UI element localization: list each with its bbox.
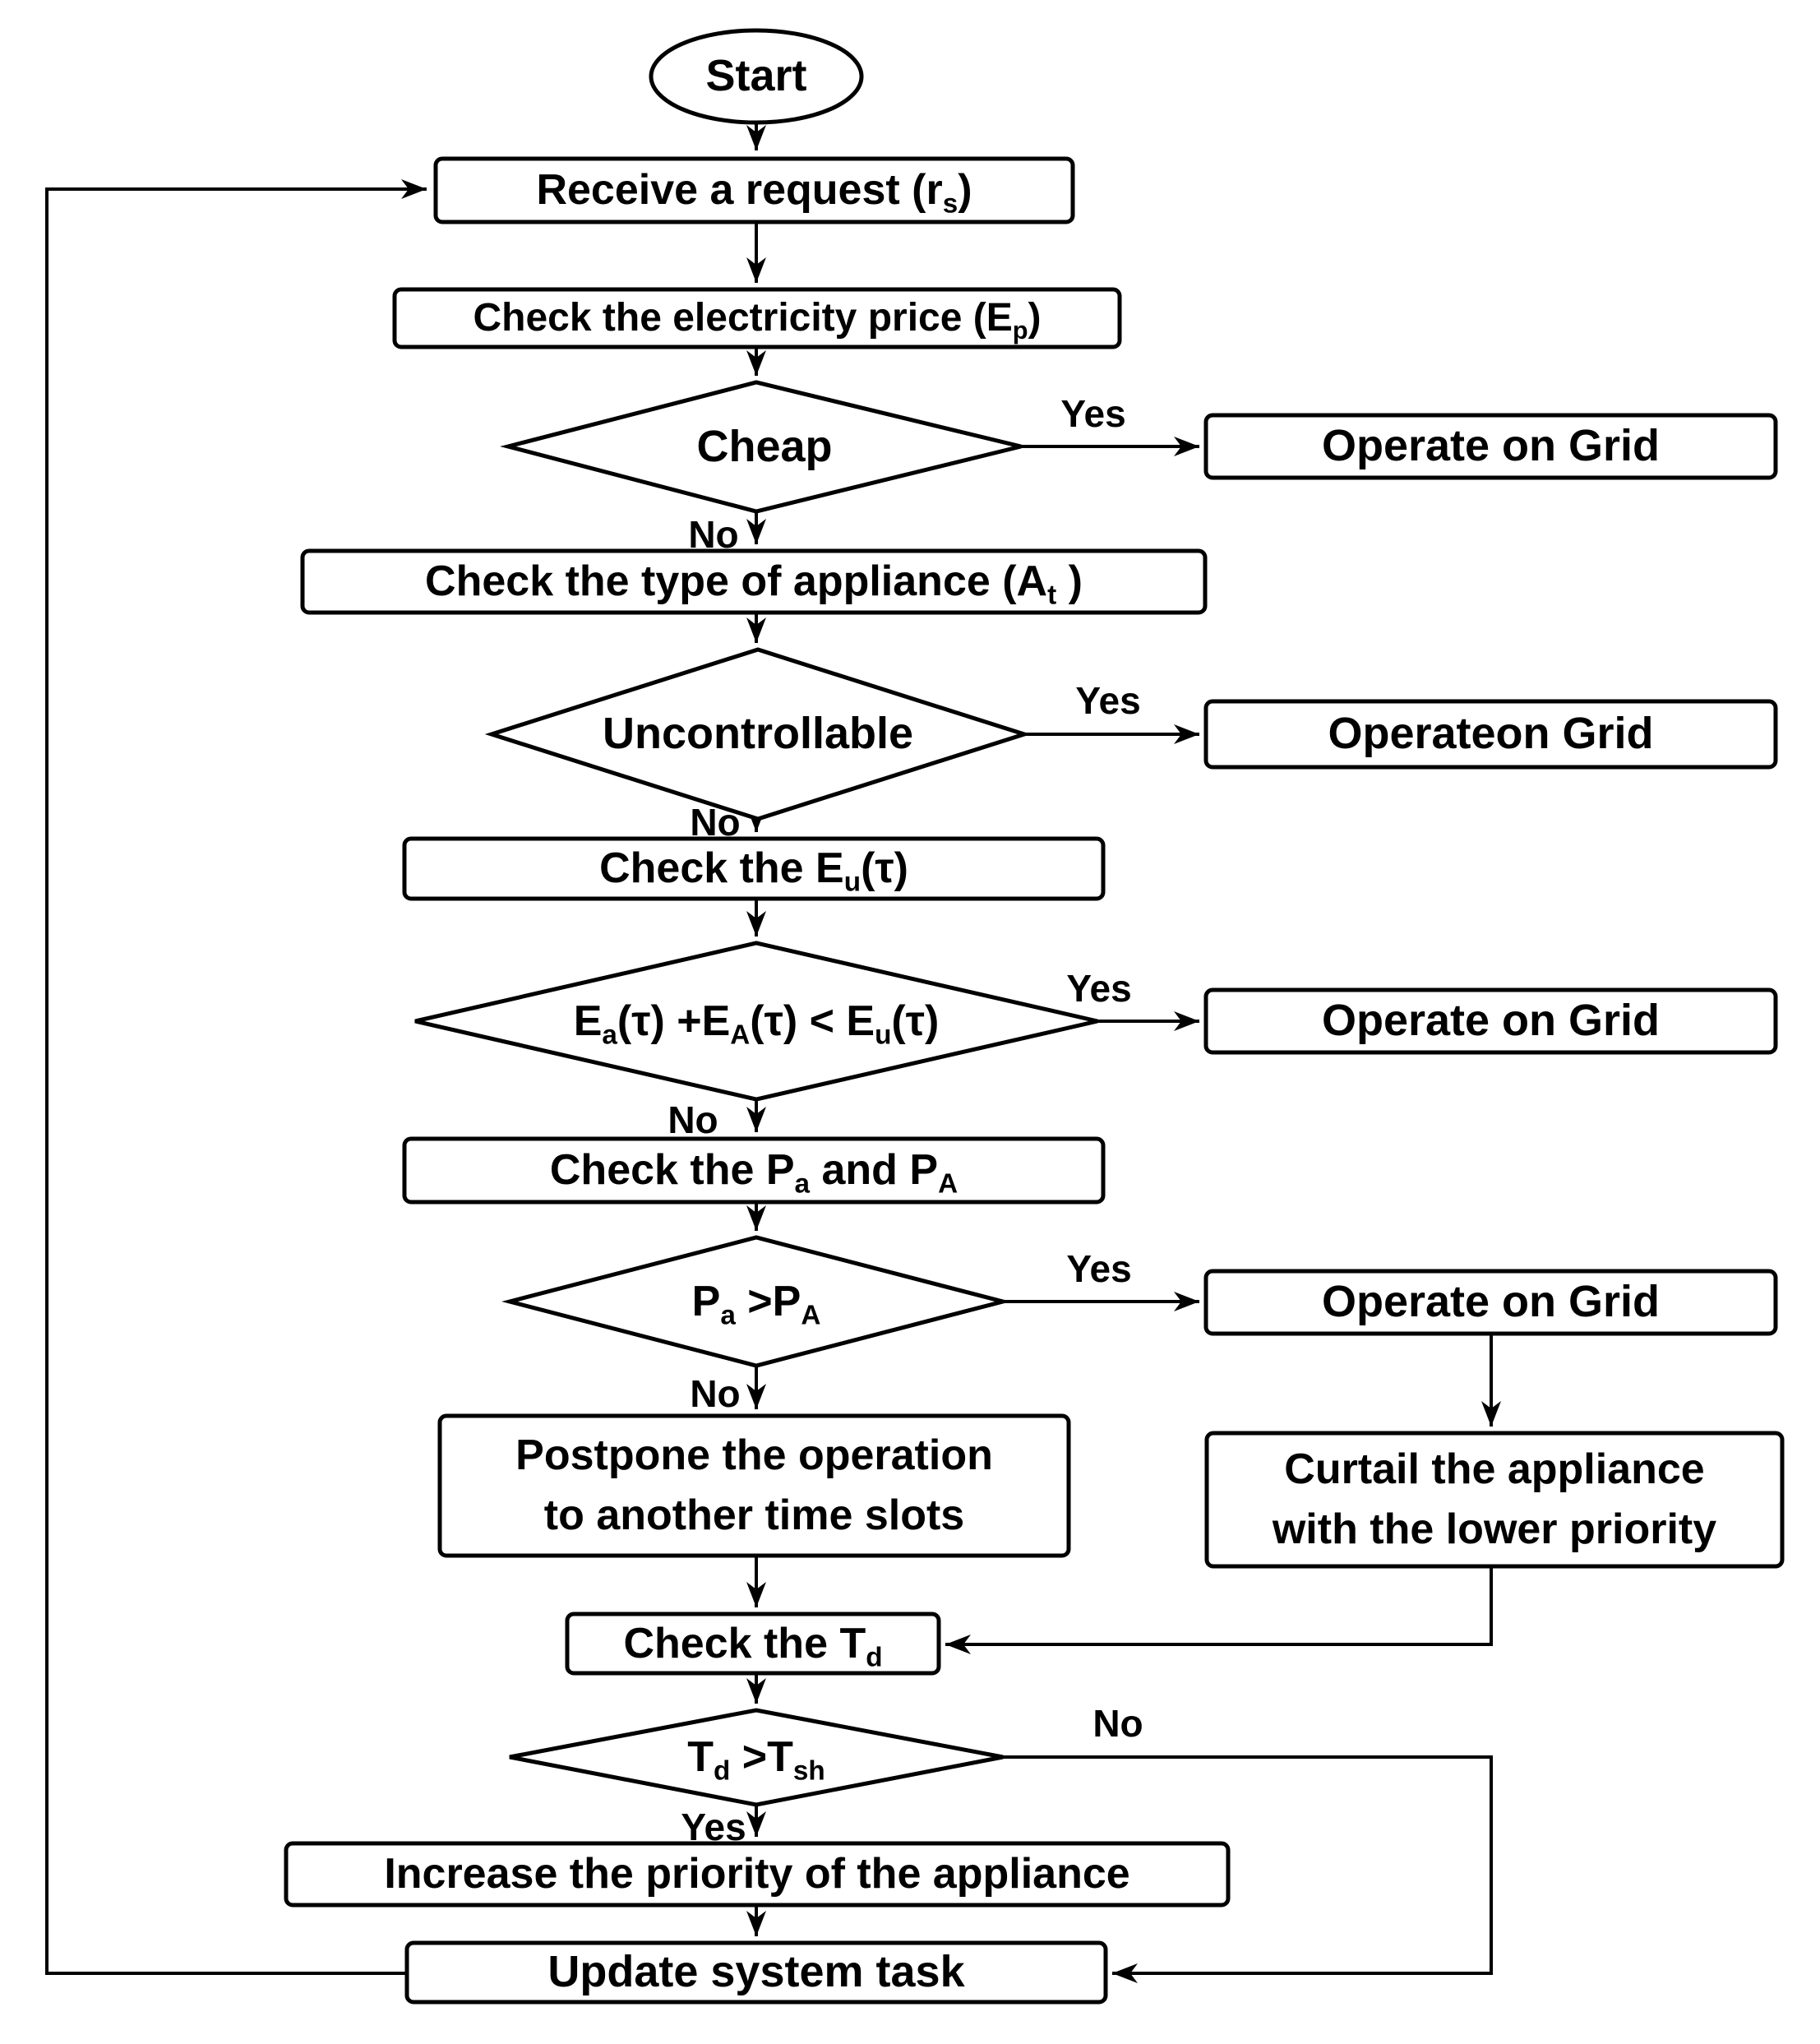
update-task-label: Update system task: [547, 1947, 965, 1997]
check-power-label: Check the Pa and PA: [549, 1146, 959, 1200]
edge-td-no-update: [1003, 1755, 1493, 1983]
receive-label: Receive a request (rs): [536, 166, 972, 220]
operate-grid-2-box: [1203, 699, 1778, 770]
uncontrollable-diamond: [484, 647, 1032, 821]
td-compare-label: Td >Tsh: [687, 1733, 825, 1787]
update-task-box: [404, 1940, 1108, 2005]
td-no-label: No: [1092, 1701, 1143, 1745]
edge-update-loop-receive: [45, 179, 427, 1975]
cheap-yes-label: Yes: [1060, 391, 1126, 435]
increase-priority-box: [284, 1841, 1231, 1908]
check-eu-box: [402, 836, 1106, 901]
cheap-label: Cheap: [696, 421, 833, 471]
operate-grid-1-box: [1203, 413, 1778, 480]
uncontrollable-label: Uncontrollable: [602, 709, 914, 759]
check-td-box: [565, 1612, 941, 1676]
power-no-label: No: [690, 1371, 741, 1415]
curtail-box: [1204, 1431, 1785, 1569]
operate-grid-3-box: [1203, 987, 1778, 1055]
td-compare-diamond: [509, 1708, 1004, 1807]
edge-curtail-td: [945, 1566, 1493, 1654]
price-box: [392, 287, 1122, 349]
price-label: Check the electricity price (Ep): [473, 296, 1042, 345]
cheap-no-label: No: [688, 512, 739, 556]
curtail-label: Curtail the appliance with the lower pri…: [1272, 1445, 1717, 1553]
td-yes-label: Yes: [681, 1805, 746, 1848]
check-power-box: [402, 1136, 1106, 1205]
power-yes-label: Yes: [1066, 1246, 1132, 1290]
start-ellipse: [649, 28, 864, 125]
check-eu-label: Check the Eu(τ): [599, 844, 908, 898]
operate-grid-4-label: Operate on Grid: [1321, 1277, 1661, 1327]
uncontrollable-no-label: No: [690, 800, 741, 844]
appliance-type-box: [300, 548, 1208, 615]
energy-no-label: No: [667, 1098, 718, 1141]
postpone-box: [437, 1413, 1071, 1558]
check-td-label: Check the Td: [623, 1619, 883, 1673]
operate-grid-4-box: [1203, 1269, 1778, 1336]
energy-compare-diamond: [414, 941, 1098, 1102]
power-compare-diamond: [501, 1235, 1011, 1368]
start-label: Start: [705, 51, 807, 101]
energy-yes-label: Yes: [1066, 966, 1132, 1010]
energy-compare-label: Ea(τ) +EA(τ) < Eu(τ): [573, 997, 940, 1051]
receive-box: [433, 156, 1075, 224]
postpone-label: Postpone the operation to another time s…: [515, 1431, 993, 1539]
appliance-type-label: Check the type of appliance (At ): [425, 557, 1083, 611]
operate-grid-2-label: Operateon Grid: [1328, 709, 1654, 759]
operate-grid-3-label: Operate on Grid: [1321, 996, 1661, 1046]
increase-priority-label: Increase the priority of the appliance: [384, 1850, 1130, 1898]
cheap-diamond: [500, 380, 1022, 514]
uncontrollable-yes-label: Yes: [1075, 678, 1141, 722]
power-compare-label: Pa >PA: [691, 1277, 821, 1331]
operate-grid-1-label: Operate on Grid: [1321, 421, 1661, 471]
